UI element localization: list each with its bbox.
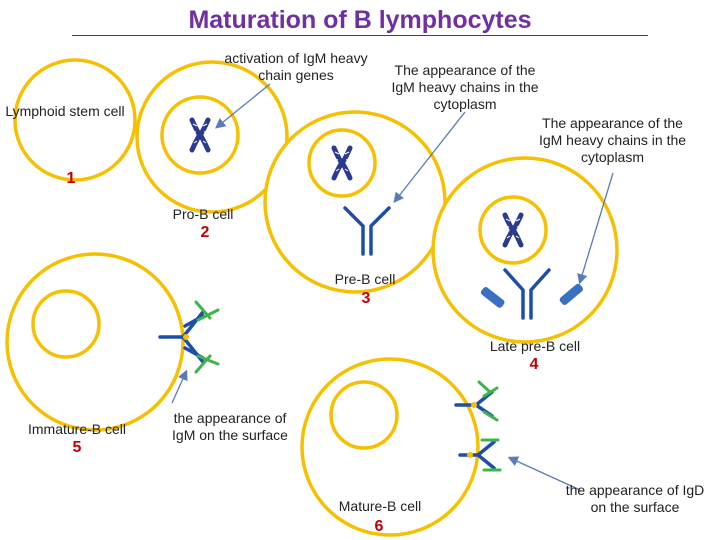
stage-label-pro-b-cell: Pro-B cell [172, 206, 234, 222]
stage-number-6: 6 [374, 518, 384, 535]
heavy-chain-y-icon [503, 268, 551, 320]
surface-igm-icon [158, 300, 220, 374]
stage-label-immature-b-cell: Immature-B cell [27, 421, 127, 437]
arrow-to-pro-b-chromosome [214, 83, 271, 129]
lymphoid-stem-cell [13, 58, 137, 182]
surface-igd-icon [458, 438, 502, 472]
stage-label-pre-b-cell: Pre-B cell [334, 271, 396, 287]
page-title: Maturation of B lymphocytes [188, 6, 532, 34]
annotation-igm-gene-activation: activation of IgM heavy chain genes [224, 50, 368, 83]
annotation-arrows [171, 83, 614, 491]
annotation-igm-cytoplasm-pre-b: The appearance of the IgM heavy chains i… [391, 62, 539, 112]
cytoplasmic-heavy-chain-icon [480, 287, 505, 308]
pre-b-cell [263, 110, 447, 294]
cytoplasmic-heavy-chain-icon [559, 283, 583, 305]
stage-number-1: 1 [66, 170, 76, 187]
arrow-to-late-pre-b-heavy-chain [577, 172, 614, 285]
mature-b-cell [300, 357, 502, 537]
pro-b-cell [135, 60, 289, 214]
surface-igm-icon [454, 380, 499, 422]
arrow-to-pre-b-heavy-chain [393, 111, 466, 204]
late-pre-b-cell [431, 156, 619, 344]
stage-number-4: 4 [529, 356, 539, 373]
stage-label-lymphoid-stem-cell: Lymphoid stem cell [5, 103, 125, 119]
annotation-igd-surface: the appearance of IgD on the surface [565, 482, 705, 515]
annotation-igm-cytoplasm-late-pre-b: The appearance of the IgM heavy chains i… [538, 115, 687, 165]
stage-label-late-pre-b-cell: Late pre-B cell [489, 338, 581, 354]
arrow-to-surface-igm [171, 369, 188, 404]
stage-number-2: 2 [200, 224, 210, 241]
immature-b-cell [5, 252, 220, 432]
arrow-to-surface-igd [507, 456, 581, 491]
stage-number-5: 5 [72, 439, 82, 456]
annotation-igm-surface: the appearance of IgM on the surface [172, 410, 288, 443]
cytoplasmic-heavy-chain-icon [343, 206, 391, 256]
stage-label-mature-b-cell: Mature-B cell [338, 498, 422, 514]
title-underline [72, 35, 648, 36]
stage-number-3: 3 [361, 290, 371, 307]
